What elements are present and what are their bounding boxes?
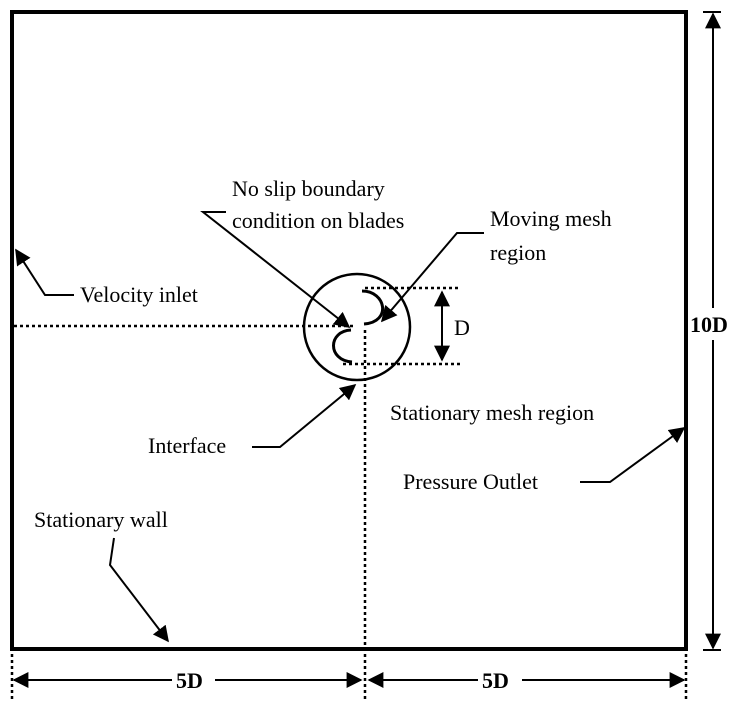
pressure-outlet-leader [580,427,686,483]
stationary-mesh-label: Stationary mesh region [390,400,594,425]
velocity-inlet-label: Velocity inlet [80,282,198,307]
interface-leader [252,383,357,448]
domain-height-label: 10D [690,312,728,337]
moving-mesh-label-line2: region [490,240,546,265]
width-left-label: 5D [176,668,203,693]
rotor-diameter-label: D [454,315,470,340]
no-slip-leader [200,211,351,328]
interface-label: Interface [148,433,226,458]
pressure-outlet-label: Pressure Outlet [403,469,538,494]
upper-blade [361,289,384,326]
stationary-wall-leader [108,537,169,643]
moving-mesh-label-line1: Moving mesh [490,206,612,231]
moving-mesh-leader [380,232,484,323]
velocity-inlet-leader [15,248,74,296]
stationary-wall-label: Stationary wall [34,507,168,532]
domain-boundary [10,10,688,651]
width-right-label: 5D [482,668,509,693]
no-slip-label-line2: condition on blades [232,208,404,233]
lower-blade [332,328,353,364]
no-slip-label-line1: No slip boundary [232,176,385,201]
